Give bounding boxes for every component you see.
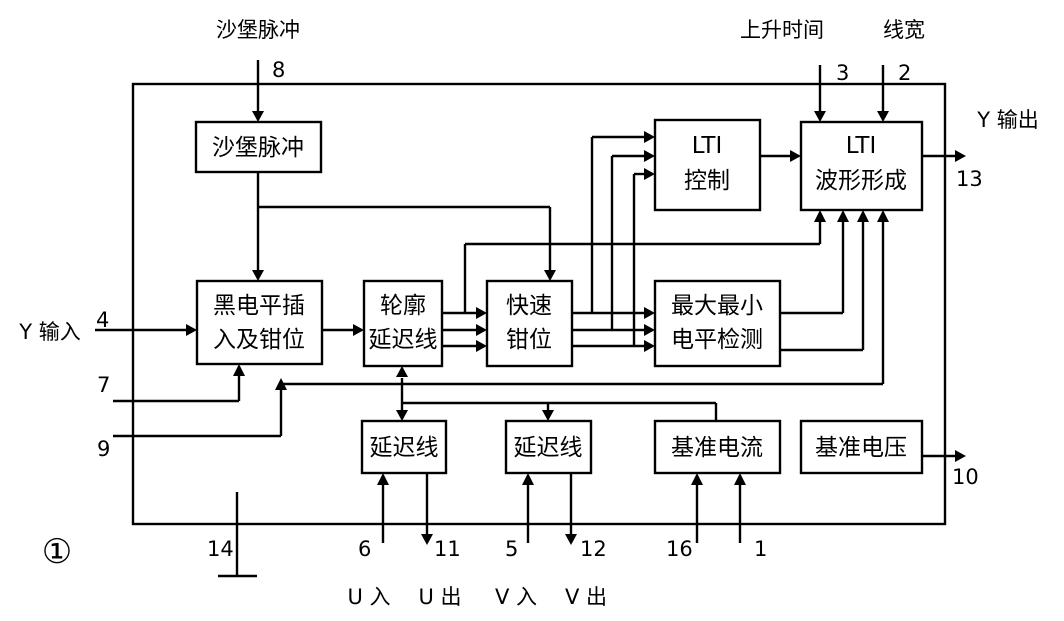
label-v-out: V 出 — [565, 585, 607, 609]
block-delay-line-v: 延迟线 — [504, 419, 593, 475]
label-rise-time: 上升时间 — [740, 18, 824, 42]
label-v-in: V 入 — [495, 585, 537, 609]
block-black-level-line2: 入及钳位 — [213, 327, 305, 353]
block-fast-clamp: 快速 钳位 — [485, 279, 574, 368]
ic-outline — [131, 82, 947, 526]
block-lti-control-line1: LTI — [692, 133, 722, 159]
block-maxmin-line1: 最大最小 — [671, 293, 763, 319]
pin-10: 10 — [952, 465, 979, 489]
connections — [95, 60, 966, 578]
block-delay-v-label: 延迟线 — [514, 435, 583, 461]
pin-9: 9 — [97, 437, 110, 461]
pin-7: 7 — [97, 373, 110, 397]
block-sandcastle-label: 沙堡脉冲 — [212, 135, 304, 161]
label-sandcastle-input: 沙堡脉冲 — [216, 18, 300, 42]
block-contour-delay-line1: 轮廓 — [380, 293, 426, 319]
figure-number: ① — [42, 532, 72, 572]
label-u-out: U 出 — [418, 585, 461, 609]
pin-11: 11 — [434, 537, 461, 561]
block-lti-shaping-line2: 波形形成 — [815, 168, 907, 194]
block-max-min-detector: 最大最小 电平检测 — [653, 279, 782, 368]
pin-13: 13 — [956, 167, 983, 191]
block-lti-shaping-line1: LTI — [846, 133, 876, 159]
block-reference-current: 基准电流 — [653, 419, 782, 475]
pin-14: 14 — [207, 537, 234, 561]
label-line-width: 线宽 — [883, 18, 925, 42]
block-black-level-clamp: 黑电平插 入及钳位 — [195, 279, 324, 366]
label-y-input: Y 输入 — [18, 320, 81, 344]
pin-8: 8 — [272, 58, 285, 82]
label-y-output: Y 输出 — [976, 108, 1039, 132]
pin-2: 2 — [898, 61, 911, 85]
pin-16: 16 — [666, 537, 693, 561]
block-fast-clamp-line1: 快速 — [506, 293, 552, 319]
block-contour-delay-line2: 延迟线 — [369, 327, 438, 353]
pin-12: 12 — [580, 537, 607, 561]
block-sandcastle: 沙堡脉冲 — [194, 120, 323, 174]
block-lti-control: LTI 控制 — [653, 118, 762, 212]
block-lti-waveform-shaping: LTI 波形形成 — [799, 120, 924, 212]
block-fast-clamp-line2: 钳位 — [506, 327, 552, 353]
block-black-level-line1: 黑电平插 — [213, 293, 305, 319]
pin-5: 5 — [505, 537, 518, 561]
pin-1: 1 — [754, 537, 767, 561]
block-lti-control-line2: 控制 — [684, 168, 730, 194]
block-delay-u-label: 延迟线 — [370, 435, 439, 461]
pin-4: 4 — [96, 308, 109, 332]
block-contour-delay: 轮廓 延迟线 — [362, 279, 444, 368]
label-u-in: U 入 — [347, 585, 390, 609]
block-ref-voltage-label: 基准电压 — [815, 435, 907, 461]
block-reference-voltage: 基准电压 — [799, 419, 924, 475]
pin-6: 6 — [358, 537, 371, 561]
pin-3: 3 — [836, 61, 849, 85]
block-maxmin-line2: 电平检测 — [671, 327, 763, 353]
block-delay-line-u: 延迟线 — [360, 419, 448, 475]
block-ref-current-label: 基准电流 — [671, 435, 763, 461]
